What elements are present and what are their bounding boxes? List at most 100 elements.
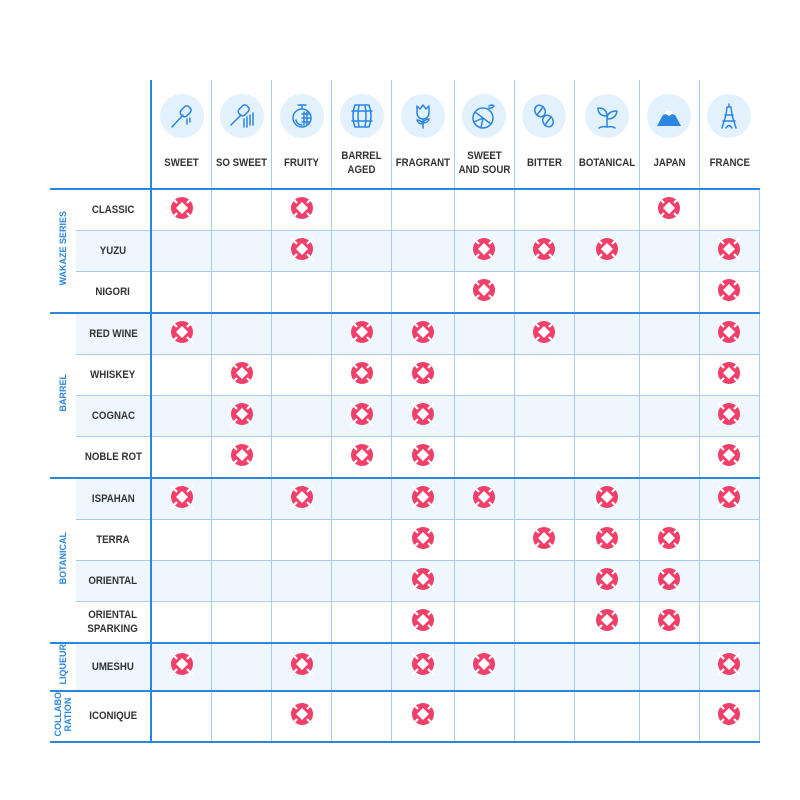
cell-france	[698, 601, 760, 643]
cell-sweet_sour	[453, 188, 515, 231]
cell-sweet_sour	[453, 601, 515, 643]
cell-france	[698, 312, 760, 355]
cell-sweet	[150, 354, 212, 396]
row-label-text: CLASSIC	[91, 204, 135, 216]
cell-sweet	[150, 271, 212, 313]
group-label: WAKAZE SERIES	[58, 211, 68, 286]
cell-barrel	[331, 689, 392, 743]
row-label: NIGORI	[76, 271, 152, 313]
cell-bitter	[513, 642, 575, 691]
cell-bitter	[513, 560, 575, 602]
column-header-japan: JAPAN	[638, 80, 700, 189]
column-label: SWEET	[156, 148, 208, 178]
marker-icon	[472, 236, 496, 261]
row-label: WHISKEY	[76, 354, 152, 396]
cell-bitter	[513, 312, 575, 355]
row-label: YUZU	[76, 230, 152, 272]
row-label-text: YUZU	[99, 245, 127, 257]
cell-botanical	[573, 188, 640, 231]
marker-icon	[657, 566, 681, 591]
row-label-text: TERRA	[96, 534, 130, 546]
marker-icon	[229, 442, 254, 467]
marker-icon	[289, 652, 314, 677]
cell-bitter	[513, 354, 575, 396]
row-label: COGNAC	[76, 395, 152, 437]
cell-bitter	[513, 689, 575, 743]
cell-so_sweet	[211, 519, 272, 561]
cell-fragrant	[391, 642, 455, 691]
marker-icon	[657, 607, 681, 632]
cell-france	[698, 395, 760, 437]
marker-icon	[717, 236, 741, 261]
marker-icon	[411, 319, 435, 344]
cell-barrel	[331, 230, 392, 272]
group-cell: WAKAZE SERIES	[50, 188, 76, 313]
marker-icon	[657, 525, 681, 550]
column-header-france: FRANCE	[698, 80, 760, 189]
row-label: TERRA	[76, 519, 152, 561]
cell-japan	[638, 271, 700, 313]
group-cell: BOTANICAL	[50, 477, 76, 643]
cell-fragrant	[391, 230, 455, 272]
cell-fragrant	[391, 312, 455, 355]
cell-botanical	[573, 271, 640, 313]
cell-fruity	[271, 230, 332, 272]
cell-barrel	[331, 601, 392, 643]
cell-fruity	[271, 689, 332, 743]
marker-icon	[411, 566, 435, 591]
cell-fragrant	[391, 689, 455, 743]
marker-icon	[594, 607, 619, 632]
cell-barrel	[331, 477, 392, 520]
cell-fruity	[271, 519, 332, 561]
cell-botanical	[573, 312, 640, 355]
cell-fragrant	[391, 560, 455, 602]
honey-dipper-icon	[159, 94, 204, 138]
column-header-so_sweet: SO SWEET	[211, 80, 272, 189]
melon-icon	[279, 94, 324, 138]
marker-icon	[594, 484, 619, 509]
cell-fruity	[271, 312, 332, 355]
cell-japan	[638, 560, 700, 602]
row-label: RED WINE	[76, 312, 152, 355]
column-label: BARREL AGED	[336, 148, 388, 178]
marker-icon	[594, 236, 619, 261]
cell-sweet	[150, 312, 212, 355]
marker-icon	[717, 319, 741, 344]
row-label: UMESHU	[76, 642, 152, 691]
marker-icon	[229, 360, 254, 385]
cell-japan	[638, 601, 700, 643]
cell-sweet_sour	[453, 271, 515, 313]
marker-icon	[289, 195, 314, 220]
column-label: BOTANICAL	[579, 148, 635, 178]
cell-sweet_sour	[453, 642, 515, 691]
marker-icon	[411, 484, 435, 509]
table-row: YUZU	[50, 230, 760, 272]
cell-fragrant	[391, 519, 455, 561]
cell-japan	[638, 230, 700, 272]
cell-fruity	[271, 354, 332, 396]
group-label: COLLABO RATION	[53, 691, 73, 737]
table-row: ORIENTAL	[50, 560, 760, 602]
table-row: WHISKEY	[50, 354, 760, 396]
cell-japan	[638, 477, 700, 520]
marker-icon	[532, 319, 556, 344]
marker-icon	[169, 484, 194, 509]
marker-icon	[717, 277, 741, 302]
cell-botanical	[573, 601, 640, 643]
marker-icon	[411, 652, 435, 677]
cell-barrel	[331, 312, 392, 355]
marker-icon	[717, 401, 741, 426]
cell-france	[698, 271, 760, 313]
header-spacer	[50, 80, 76, 189]
cell-fruity	[271, 477, 332, 520]
cell-sweet	[150, 642, 212, 691]
group-label: LIQUEUR	[58, 644, 68, 685]
table-row: TERRA	[50, 519, 760, 561]
cell-fragrant	[391, 436, 455, 478]
row-label-text: UMESHU	[92, 660, 134, 673]
row-label: CLASSIC	[76, 188, 152, 231]
marker-icon	[411, 442, 435, 467]
cell-so_sweet	[211, 188, 272, 231]
